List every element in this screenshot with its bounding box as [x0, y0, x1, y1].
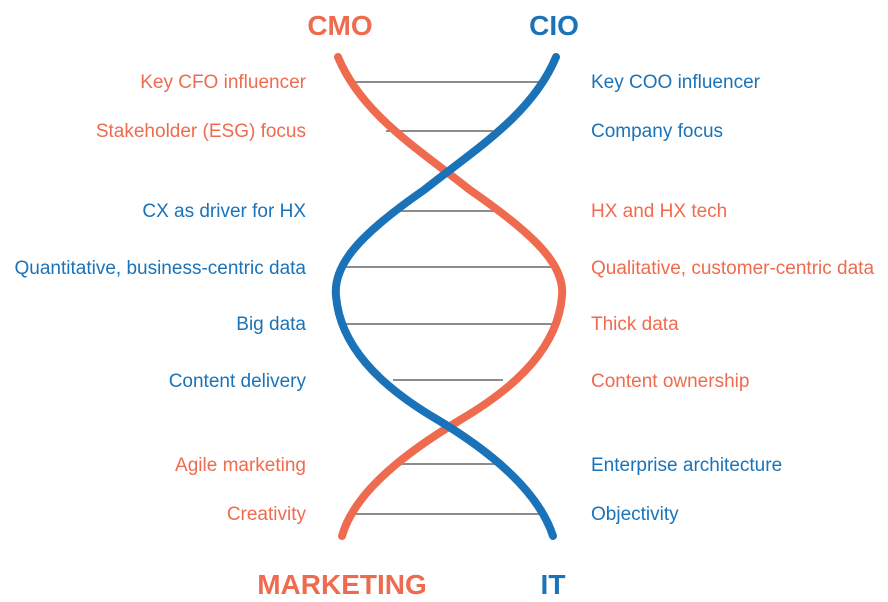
cio-title: CIO	[529, 10, 579, 41]
marketing-title: MARKETING	[257, 569, 427, 600]
right-label: Objectivity	[591, 504, 679, 525]
left-label: Big data	[236, 314, 306, 335]
right-label: Content ownership	[591, 371, 749, 392]
right-label: Thick data	[591, 314, 679, 335]
marketing-strand	[334, 53, 567, 540]
left-labels: Key CFO influencer Stakeholder (ESG) foc…	[15, 72, 307, 525]
right-label: Qualitative, customer-centric data	[591, 258, 874, 279]
left-label: Content delivery	[169, 371, 307, 392]
left-label: Quantitative, business-centric data	[15, 258, 307, 279]
it-strand	[331, 53, 560, 540]
right-label: Key COO influencer	[591, 72, 761, 93]
left-label: Key CFO influencer	[140, 72, 306, 93]
right-labels: Key COO influencer Company focus HX and …	[591, 72, 874, 525]
helix-rungs	[343, 81, 553, 515]
cmo-title: CMO	[307, 10, 372, 41]
left-label: CX as driver for HX	[142, 201, 306, 222]
left-label: Creativity	[227, 504, 307, 525]
right-label: Company focus	[591, 121, 723, 142]
right-label: Enterprise architecture	[591, 455, 782, 476]
it-title: IT	[541, 569, 566, 600]
left-label: Agile marketing	[175, 455, 306, 476]
right-label: HX and HX tech	[591, 201, 727, 222]
left-label: Stakeholder (ESG) focus	[96, 121, 306, 142]
